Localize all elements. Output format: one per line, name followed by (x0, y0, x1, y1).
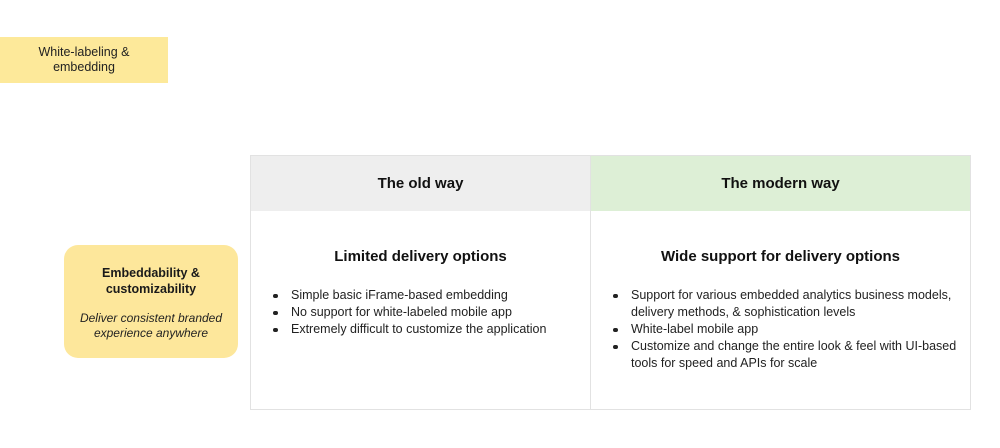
category-card: Embeddability & customizability Deliver … (64, 245, 238, 358)
old-way-bullet-list: Simple basic iFrame-based embedding No s… (271, 287, 580, 338)
modern-way-bullet-list: Support for various embedded analytics b… (611, 287, 960, 372)
comparison-table: The old way Limited delivery options Sim… (250, 155, 971, 410)
section-tag: White-labeling & embedding (0, 37, 168, 83)
old-way-subheader: Limited delivery options (334, 248, 507, 265)
modern-way-column: The modern way Wide support for delivery… (591, 156, 970, 409)
old-way-column: The old way Limited delivery options Sim… (251, 156, 591, 409)
modern-way-header: The modern way (591, 156, 970, 211)
category-title: Embeddability & customizability (102, 266, 200, 296)
section-tag-label: White-labeling & embedding (38, 45, 130, 74)
modern-way-bullet: Customize and change the entire look & f… (611, 338, 960, 372)
old-way-bullet: Simple basic iFrame-based embedding (271, 287, 580, 304)
modern-way-bullet: White-label mobile app (611, 321, 960, 338)
modern-way-bullet: Support for various embedded analytics b… (611, 287, 960, 321)
modern-way-subheader: Wide support for delivery options (660, 248, 901, 265)
old-way-bullet: Extremely difficult to customize the app… (271, 321, 580, 338)
old-way-header: The old way (251, 156, 590, 211)
old-way-bullet: No support for white-labeled mobile app (271, 304, 580, 321)
category-subtitle: Deliver consistent branded experience an… (79, 311, 223, 340)
